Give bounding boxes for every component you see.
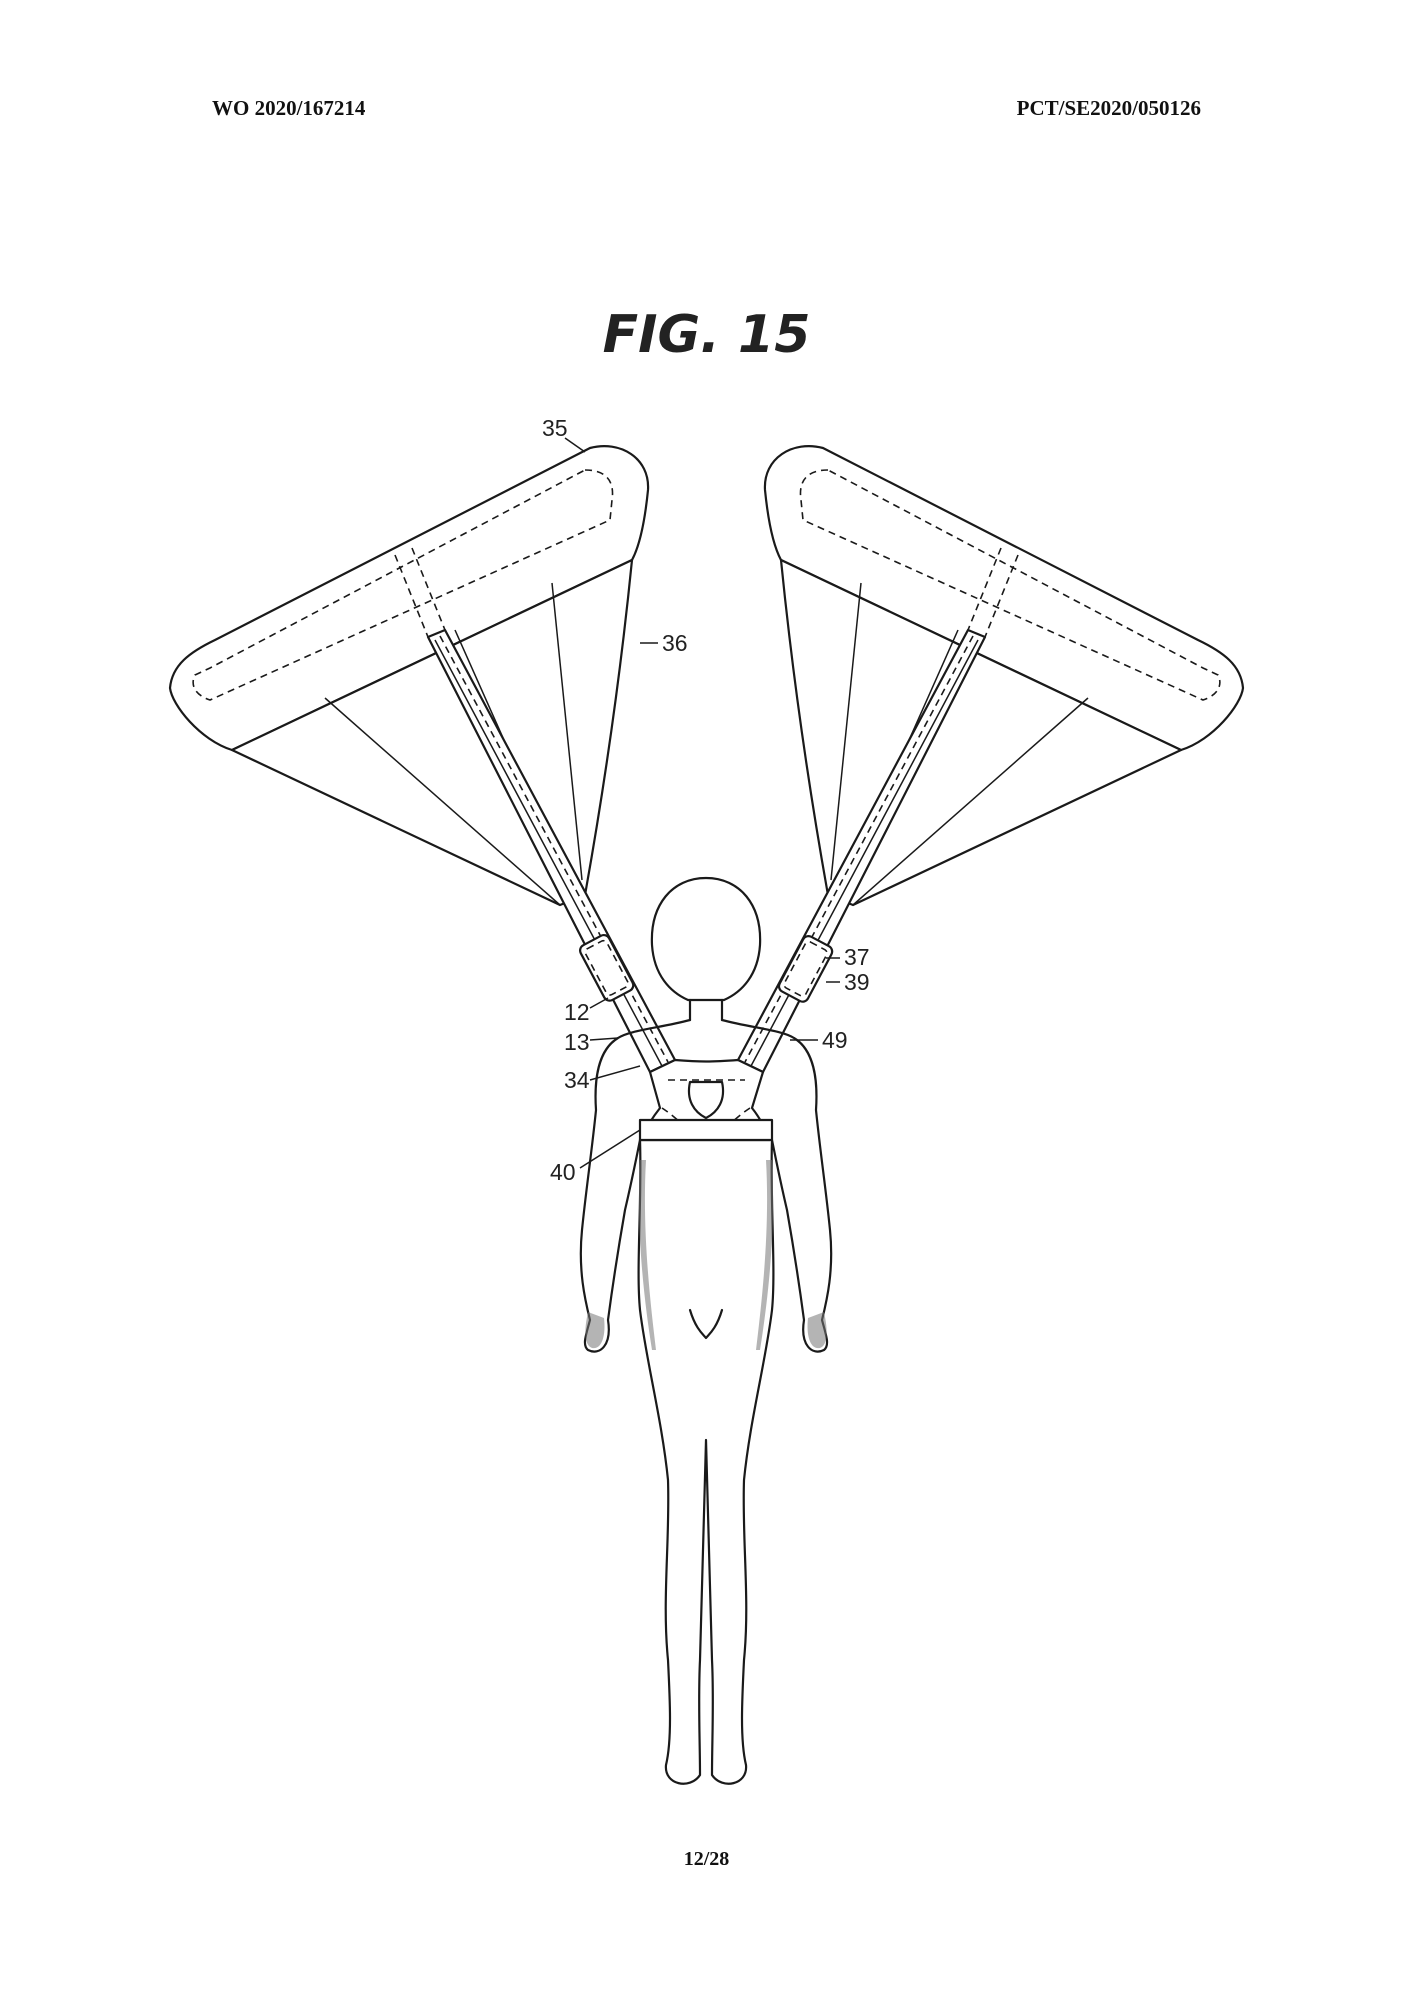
- leader-lines: [564, 437, 840, 1169]
- application-number: PCT/SE2020/050126: [1016, 96, 1201, 120]
- harness: [638, 1058, 774, 1142]
- ref-36: 36: [662, 630, 688, 656]
- ref-49: 49: [822, 1027, 848, 1053]
- ref-34: 34: [564, 1067, 590, 1093]
- figure-title: FIG. 15: [602, 305, 811, 365]
- ref-13: 13: [564, 1029, 590, 1055]
- ref-39: 39: [844, 969, 870, 995]
- left-wing-canopy: [168, 445, 650, 907]
- publication-number: WO 2020/167214: [212, 96, 366, 120]
- ref-40: 40: [550, 1159, 576, 1185]
- right-strap: [736, 628, 987, 1074]
- page-number: 12/28: [683, 1848, 730, 1870]
- ref-35: 35: [542, 415, 568, 441]
- ref-12: 12: [564, 999, 590, 1025]
- ref-37: 37: [844, 944, 870, 970]
- right-wing-canopy: [763, 445, 1245, 907]
- person-outline: [579, 876, 833, 1785]
